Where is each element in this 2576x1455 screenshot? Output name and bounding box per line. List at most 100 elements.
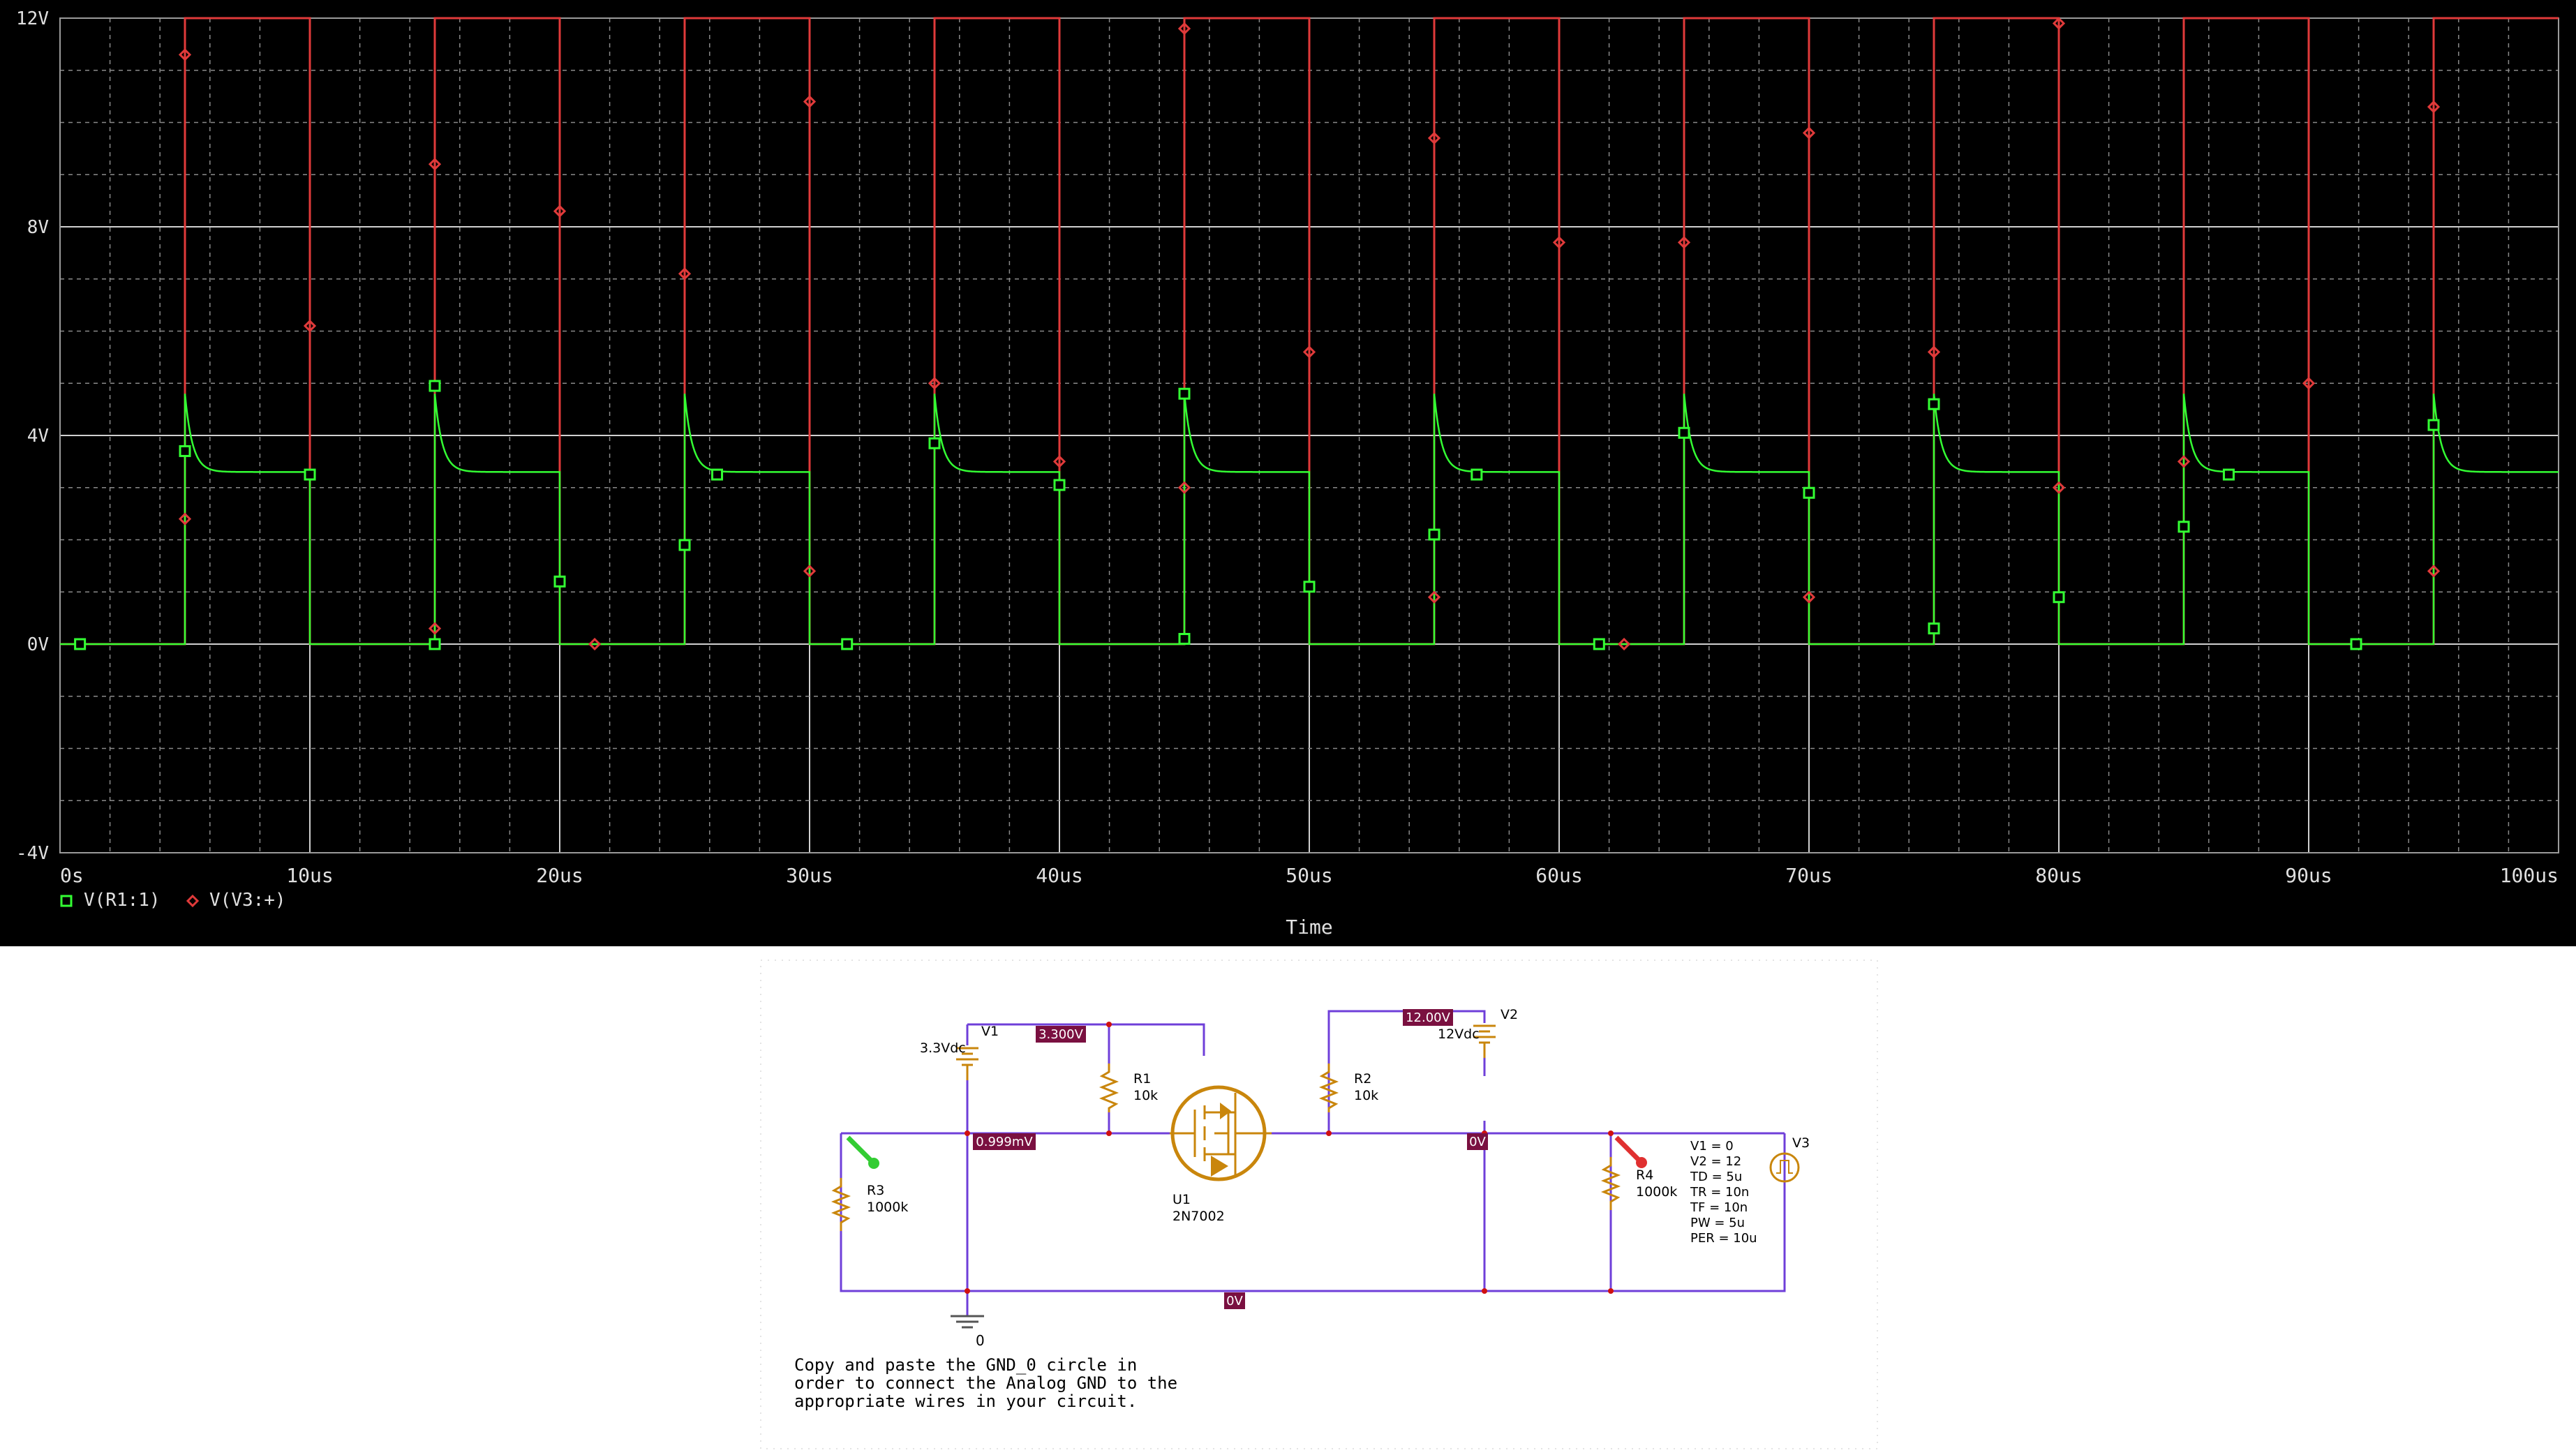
marker-v-r1 bbox=[1803, 486, 1815, 499]
y-tick-label: 0V bbox=[27, 634, 49, 655]
r2-value: 10k bbox=[1354, 1088, 1378, 1103]
x-tick-label: 50us bbox=[1286, 864, 1332, 887]
x-tick-label: 10us bbox=[286, 864, 333, 887]
r2-name: R2 bbox=[1354, 1071, 1371, 1087]
svg-text:0.999mV: 0.999mV bbox=[976, 1135, 1033, 1149]
x-tick-label: 80us bbox=[2035, 864, 2082, 887]
gnd-instruction-note: Copy and paste the GND_0 circle in order… bbox=[794, 1355, 1178, 1411]
r4-name: R4 bbox=[1636, 1167, 1653, 1183]
circuit-schematic: V1 3.3Vdc V2 12Vdc R1 10k R2 10k R3 1000… bbox=[0, 946, 2576, 1455]
marker-v-r1 bbox=[553, 575, 566, 588]
v3-parameters: V1 = 0 V2 = 12 TD = 5u TR = 10n TF = 10n… bbox=[1690, 1139, 1757, 1246]
y-tick-label: 4V bbox=[27, 426, 49, 447]
marker-v-v3 bbox=[1802, 126, 1816, 140]
marker-v-r1 bbox=[2053, 591, 2065, 604]
marker-v-r1 bbox=[1178, 387, 1191, 400]
v3-name: V3 bbox=[1792, 1135, 1810, 1151]
marker-v-v3 bbox=[1677, 236, 1691, 249]
r4-resistor-symbol[interactable] bbox=[1600, 1157, 1621, 1210]
marker-v-v3 bbox=[1302, 345, 1316, 359]
marker-v-r1 bbox=[429, 638, 441, 650]
marker-v-r1 bbox=[429, 380, 441, 392]
svg-text:V1 = 0: V1 = 0 bbox=[1690, 1139, 1734, 1154]
node-label-bottom: 0V bbox=[1224, 1292, 1245, 1309]
marker-v-v3 bbox=[1927, 345, 1941, 359]
legend-marker-v-r1 bbox=[60, 895, 73, 907]
x-tick-label: 0s bbox=[60, 864, 84, 887]
y-tick-label: 12V bbox=[16, 8, 49, 29]
marker-v-r1 bbox=[1053, 479, 1066, 491]
marker-v-v3 bbox=[2427, 565, 2441, 578]
v1-battery-symbol[interactable] bbox=[956, 1047, 978, 1080]
red-voltage-probe[interactable] bbox=[1614, 1135, 1647, 1168]
v1-name: V1 bbox=[981, 1024, 999, 1039]
r3-value: 1000k bbox=[867, 1200, 908, 1215]
x-tick-label: 100us bbox=[2500, 864, 2559, 887]
marker-v-r1 bbox=[1928, 622, 1940, 635]
plot-markers bbox=[74, 17, 2441, 651]
marker-v-v3 bbox=[678, 267, 692, 281]
svg-text:PW = 5u: PW = 5u bbox=[1690, 1216, 1745, 1230]
x-tick-label: 20us bbox=[536, 864, 583, 887]
marker-v-r1 bbox=[2177, 521, 2190, 533]
svg-text:PER = 10u: PER = 10u bbox=[1690, 1231, 1757, 1246]
node-label-gate: 0.999mV bbox=[973, 1133, 1036, 1150]
marker-v-r1 bbox=[2427, 419, 2440, 431]
marker-v-r1 bbox=[1678, 426, 1690, 439]
schematic-canvas[interactable]: V1 3.3Vdc V2 12Vdc R1 10k R2 10k R3 1000… bbox=[0, 946, 2576, 1455]
marker-v-v3 bbox=[2052, 481, 2066, 494]
marker-v-v3 bbox=[1177, 22, 1191, 36]
legend: V(R1:1) V(V3:+) bbox=[60, 890, 286, 911]
marker-v-r1 bbox=[179, 445, 191, 457]
marker-v-r1 bbox=[1471, 468, 1483, 481]
green-voltage-probe[interactable] bbox=[846, 1135, 879, 1169]
svg-text:12.00V: 12.00V bbox=[1406, 1010, 1451, 1025]
svg-text:TD = 5u: TD = 5u bbox=[1690, 1170, 1742, 1184]
marker-v-r1 bbox=[74, 638, 87, 650]
x-tick-label: 40us bbox=[1036, 864, 1082, 887]
node-label-drain: 0V bbox=[1467, 1133, 1488, 1150]
y-tick-label: 8V bbox=[27, 217, 49, 238]
r3-resistor-symbol[interactable] bbox=[831, 1178, 851, 1231]
svg-text:0V: 0V bbox=[1226, 1294, 1243, 1308]
marker-v-r1 bbox=[2222, 468, 2235, 481]
r2-resistor-symbol[interactable] bbox=[1318, 1064, 1339, 1112]
marker-v-v3 bbox=[588, 637, 602, 651]
r1-value: 10k bbox=[1133, 1088, 1158, 1103]
marker-v-v3 bbox=[428, 158, 442, 171]
v2-battery-symbol[interactable] bbox=[1473, 1024, 1496, 1058]
marker-v-v3 bbox=[553, 204, 567, 218]
r4-value: 1000k bbox=[1636, 1184, 1677, 1200]
marker-v-r1 bbox=[841, 638, 854, 650]
u1-mosfet-symbol[interactable] bbox=[1170, 1085, 1272, 1181]
u1-name: U1 bbox=[1172, 1192, 1191, 1207]
x-tick-label: 90us bbox=[2285, 864, 2332, 887]
marker-v-r1 bbox=[1178, 633, 1191, 646]
marker-v-v3 bbox=[2427, 100, 2441, 114]
marker-v-v3 bbox=[2302, 377, 2316, 390]
marker-v-v3 bbox=[1177, 481, 1191, 494]
marker-v-r1 bbox=[711, 468, 724, 481]
marker-v-v3 bbox=[803, 565, 817, 578]
v3-pulse-source-symbol[interactable] bbox=[1769, 1152, 1800, 1183]
marker-v-r1 bbox=[1428, 528, 1440, 541]
marker-v-v3 bbox=[178, 512, 192, 525]
marker-v-v3 bbox=[303, 319, 317, 333]
r1-resistor-symbol[interactable] bbox=[1099, 1064, 1119, 1112]
u1-part: 2N7002 bbox=[1172, 1209, 1225, 1224]
junctions bbox=[965, 1022, 1614, 1294]
marker-v-v3 bbox=[1427, 131, 1441, 145]
x-tick-label: 70us bbox=[1785, 864, 1832, 887]
x-axis-title: Time bbox=[1286, 916, 1332, 939]
marker-v-r1 bbox=[928, 437, 941, 449]
schematic-page bbox=[760, 960, 1878, 1449]
node-label-v2-top: 12.00V bbox=[1403, 1009, 1453, 1026]
v2-value: 12Vdc bbox=[1438, 1027, 1480, 1042]
marker-v-r1 bbox=[678, 539, 691, 551]
node-label-v1-top: 3.300V bbox=[1036, 1026, 1086, 1043]
ground-symbol[interactable] bbox=[951, 1315, 984, 1329]
marker-v-v3 bbox=[2052, 17, 2066, 30]
marker-v-v3 bbox=[803, 95, 817, 108]
